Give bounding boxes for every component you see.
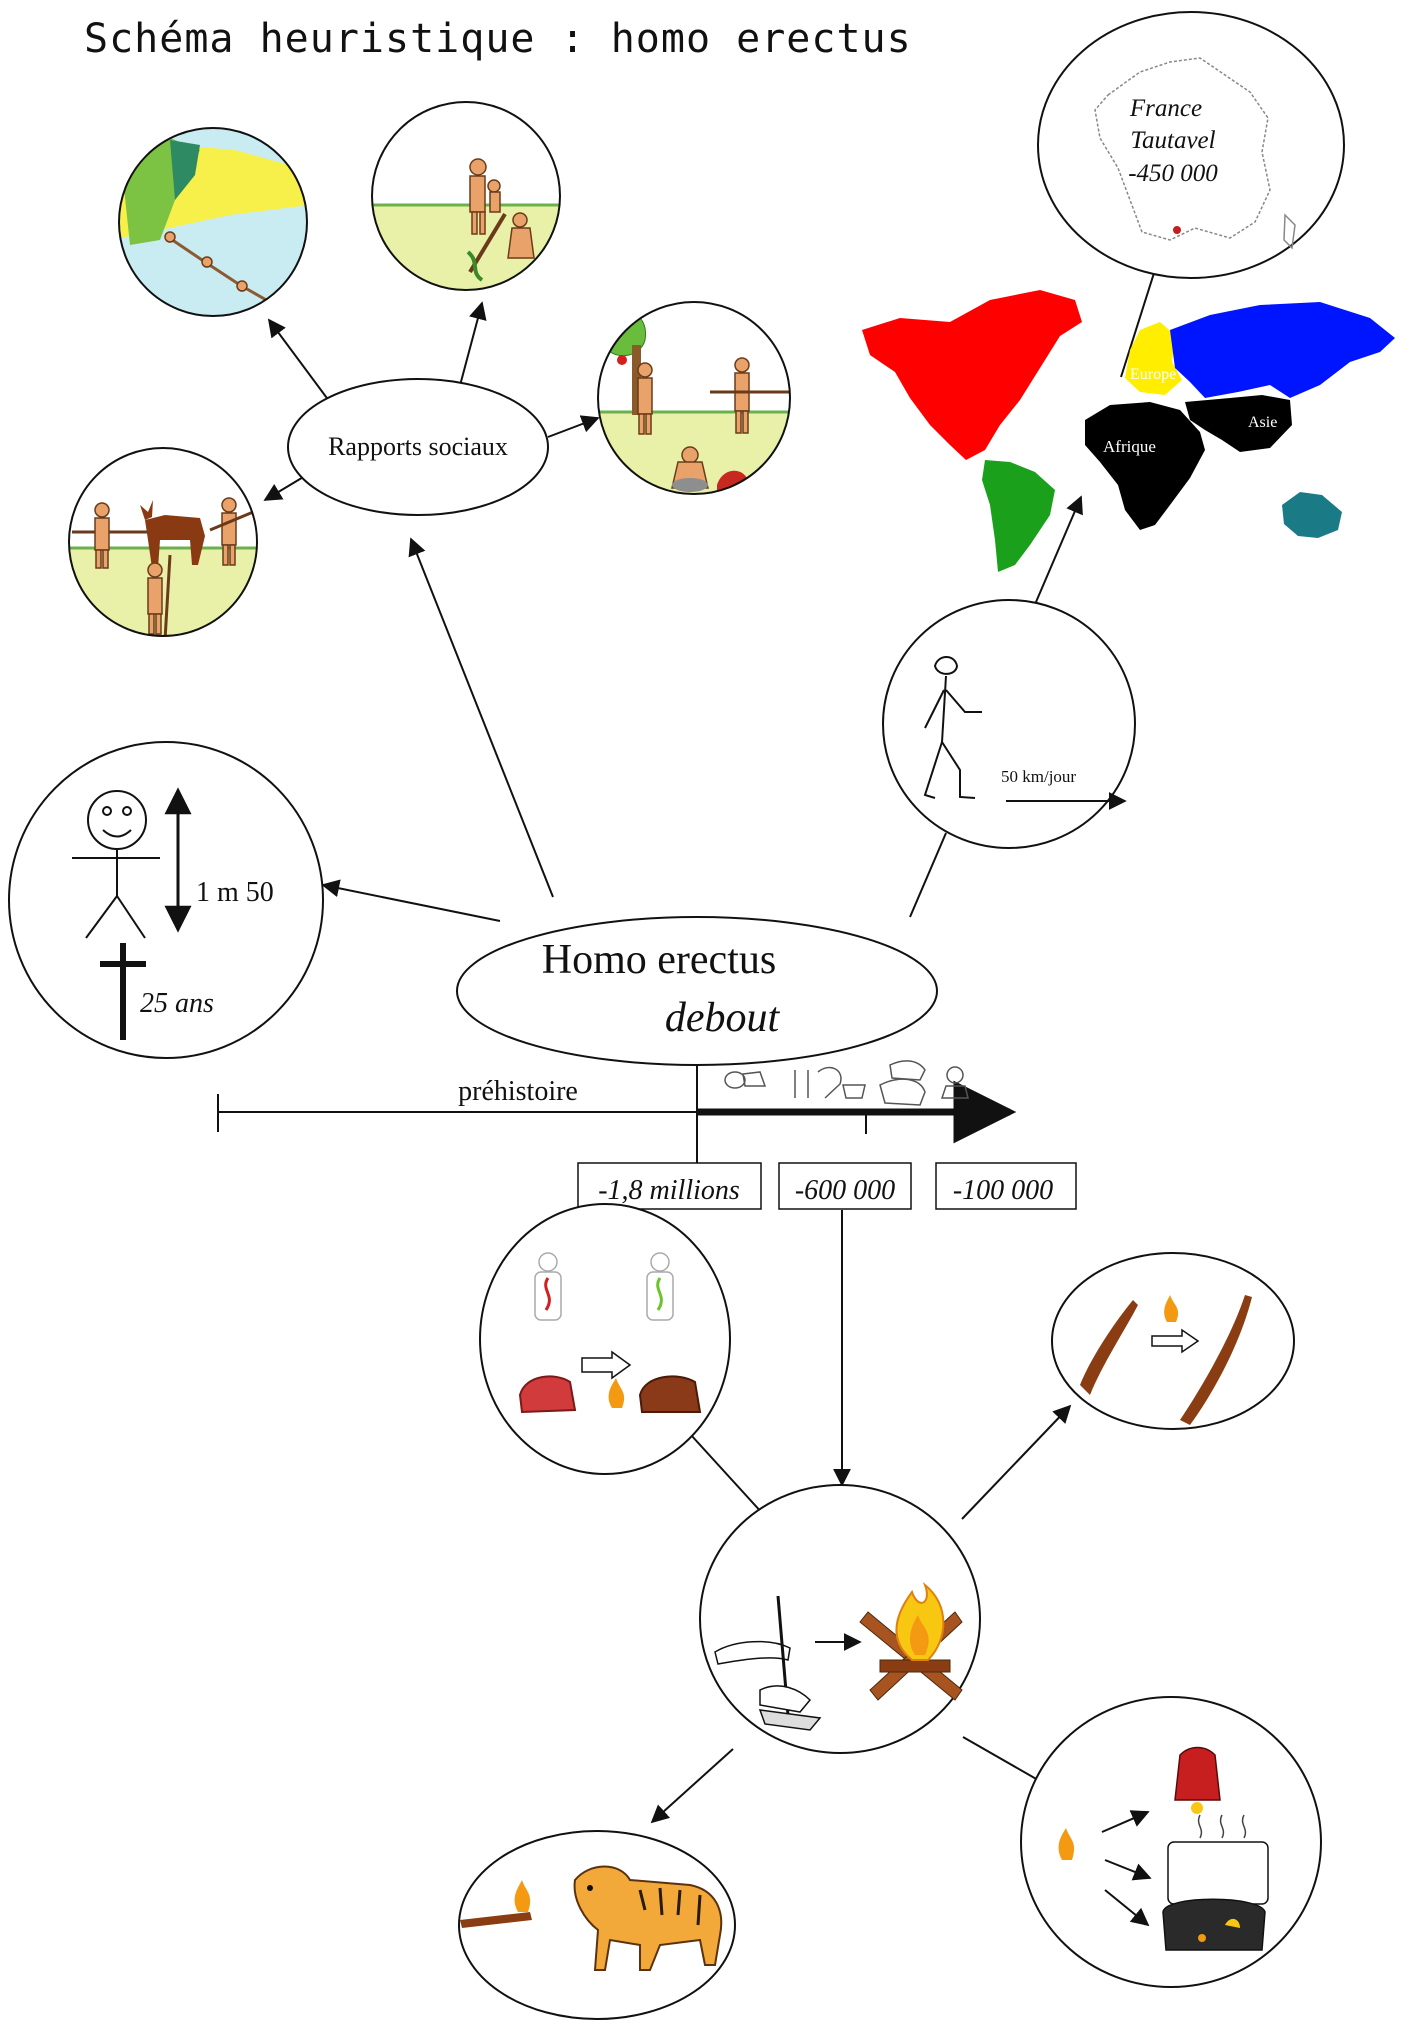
continent-label-europe: Europe — [1130, 366, 1176, 383]
hardened-stick-icon — [1180, 1295, 1252, 1425]
height-value: 1 m 50 — [196, 877, 274, 908]
timeline-label: préhistoire — [458, 1076, 578, 1107]
fire-node — [699, 1484, 981, 1754]
flame-icon — [608, 1378, 625, 1408]
height-node: 1 m 50 25 ans — [8, 741, 324, 1059]
hunting-illustration — [68, 447, 258, 637]
france-outline — [1094, 57, 1271, 241]
france-node: France Tautavel -450 000 — [1037, 11, 1345, 279]
north-america-shape — [862, 290, 1082, 460]
fire-drill-icon — [714, 1595, 822, 1731]
fire-uses-node — [1020, 1696, 1322, 1988]
oceania-shape — [1282, 492, 1342, 538]
body-outline-icon — [534, 1252, 674, 1321]
rapports-sociaux-label: Rapports sociaux — [328, 432, 508, 461]
flame-icon-3 — [1058, 1828, 1075, 1860]
walking-figure-icon — [923, 656, 982, 799]
south-america-shape — [982, 460, 1055, 572]
tiger-icon — [573, 1865, 723, 1971]
prehistory-icons — [724, 1060, 969, 1106]
france-label: France — [1129, 95, 1202, 122]
date-box-1: -1,8 millions — [598, 1175, 740, 1206]
europe-shape — [1125, 322, 1182, 395]
protection-node — [458, 1830, 736, 2020]
tautavel-marker — [1173, 226, 1181, 234]
world-map: Europe Asie Afrique — [862, 290, 1395, 572]
stick-figure-icon — [72, 790, 160, 939]
date-box-3: -100 000 — [953, 1175, 1053, 1206]
africa-shape — [1085, 402, 1205, 530]
continent-label-africa: Afrique — [1103, 437, 1156, 456]
tree-gathering-illustration — [597, 301, 791, 495]
cooked-meat-icon — [638, 1375, 702, 1413]
walk-speed: 50 km/jour — [1001, 767, 1076, 786]
center-title: Homo erectus — [542, 937, 776, 983]
date-box-2: -600 000 — [795, 1175, 895, 1206]
cross-icon — [100, 943, 146, 1040]
campfire-icon — [859, 1581, 963, 1701]
torch-icon — [460, 1912, 532, 1928]
asia-shape — [1170, 302, 1395, 398]
couple-with-child-illustration — [371, 101, 561, 291]
lifespan-value: 25 ans — [140, 988, 214, 1019]
cooked-meat-node — [479, 1203, 731, 1475]
raw-stick-icon — [1080, 1300, 1138, 1395]
walk-node: 50 km/jour — [882, 599, 1136, 849]
bell-icon — [1174, 1746, 1221, 1801]
diagram-title: Schéma heuristique : homo erectus — [84, 16, 912, 62]
cave-icon — [1162, 1898, 1266, 1951]
asia-south-shape — [1185, 395, 1292, 452]
tautavel-label: Tautavel — [1130, 127, 1215, 154]
rapports-sociaux-node: Rapports sociaux — [287, 378, 549, 516]
center-node: Homo erectus debout — [456, 916, 938, 1066]
flame-icon-2 — [1164, 1295, 1179, 1322]
river-crossing-illustration — [118, 127, 308, 317]
raw-meat-icon — [518, 1375, 577, 1414]
center-subtitle: debout — [665, 995, 781, 1041]
warmth-icon — [1167, 1841, 1269, 1905]
timeline: préhistoire -1,8 millions -600 000 -100 … — [217, 1060, 1077, 1210]
hardened-spear-node — [1051, 1252, 1295, 1430]
tautavel-date: -450 000 — [1128, 160, 1218, 187]
continent-label-asia: Asie — [1248, 414, 1277, 431]
